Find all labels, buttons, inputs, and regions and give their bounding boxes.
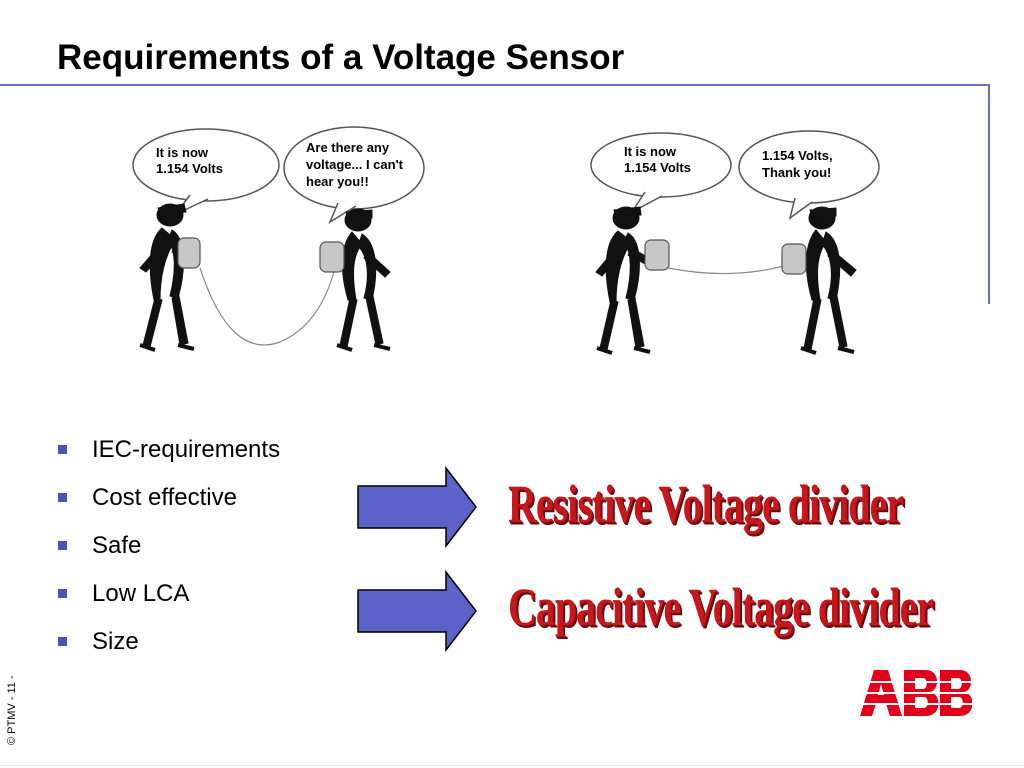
bullet-square-icon xyxy=(58,541,67,550)
slide-footer: © PTMV - 11 - xyxy=(6,675,18,745)
requirements-list: IEC-requirements Cost effective Safe Low… xyxy=(56,432,280,672)
list-item-label: Safe xyxy=(92,532,142,559)
left-bubble-a-line2: 1.154 Volts xyxy=(156,161,223,176)
list-item-label: Size xyxy=(92,628,139,655)
left-bubble-a: It is now 1.154 Volts xyxy=(132,128,280,215)
right-person-2 xyxy=(781,206,857,355)
capacitive-divider-label: Capacitive Voltage divider xyxy=(508,576,934,638)
left-bubble-b-line1: Are there any xyxy=(306,140,390,155)
left-bubble-a-line1: It is now xyxy=(156,145,209,160)
left-bubble-b: Are there any voltage... I can't hear yo… xyxy=(283,126,425,224)
left-scene: It is now 1.154 Volts Are there any volt… xyxy=(132,126,425,352)
list-item: IEC-requirements xyxy=(56,432,280,480)
right-bubble-b-line2: Thank you! xyxy=(762,165,831,180)
bullet-square-icon xyxy=(58,637,67,646)
right-person-1 xyxy=(595,206,670,355)
list-item-label: Cost effective xyxy=(92,484,237,511)
title-rule xyxy=(0,84,990,86)
right-bubble-a-line1: It is now xyxy=(624,144,677,159)
left-person-2 xyxy=(319,208,391,352)
list-item: Safe xyxy=(56,528,280,576)
arrow-right-icon xyxy=(357,466,477,548)
right-bubble-b-line1: 1.154 Volts, xyxy=(762,148,833,163)
arrow-right-icon xyxy=(357,570,477,652)
resistive-divider-label: Resistive Voltage divider xyxy=(508,473,904,535)
right-bubble-b: 1.154 Volts, Thank you! xyxy=(738,130,880,220)
left-bubble-b-line3: hear you!! xyxy=(306,174,369,189)
bullet-square-icon xyxy=(58,589,67,598)
bullet-square-icon xyxy=(58,493,67,502)
left-person-1 xyxy=(139,203,201,352)
list-item-label: IEC-requirements xyxy=(92,436,281,463)
bullet-square-icon xyxy=(58,445,67,454)
title-rule-right xyxy=(988,84,990,304)
right-bubble-a: It is now 1.154 Volts xyxy=(590,132,732,213)
abb-logo xyxy=(848,670,972,716)
list-item: Low LCA xyxy=(56,576,280,624)
list-item-label: Low LCA xyxy=(92,580,190,607)
right-string xyxy=(667,265,785,275)
bottom-rule xyxy=(0,765,1024,766)
right-scene: It is now 1.154 Volts 1.154 Volts, Thank… xyxy=(590,130,880,355)
list-item: Cost effective xyxy=(56,480,280,528)
left-bubble-b-line2: voltage... I can't xyxy=(306,157,404,172)
slide-title: Requirements of a Voltage Sensor xyxy=(57,38,625,77)
right-bubble-a-line2: 1.154 Volts xyxy=(624,160,691,175)
left-string xyxy=(199,267,336,346)
list-item: Size xyxy=(56,624,280,672)
tin-can-telephone-illustration: It is now 1.154 Volts Are there any volt… xyxy=(132,126,880,355)
